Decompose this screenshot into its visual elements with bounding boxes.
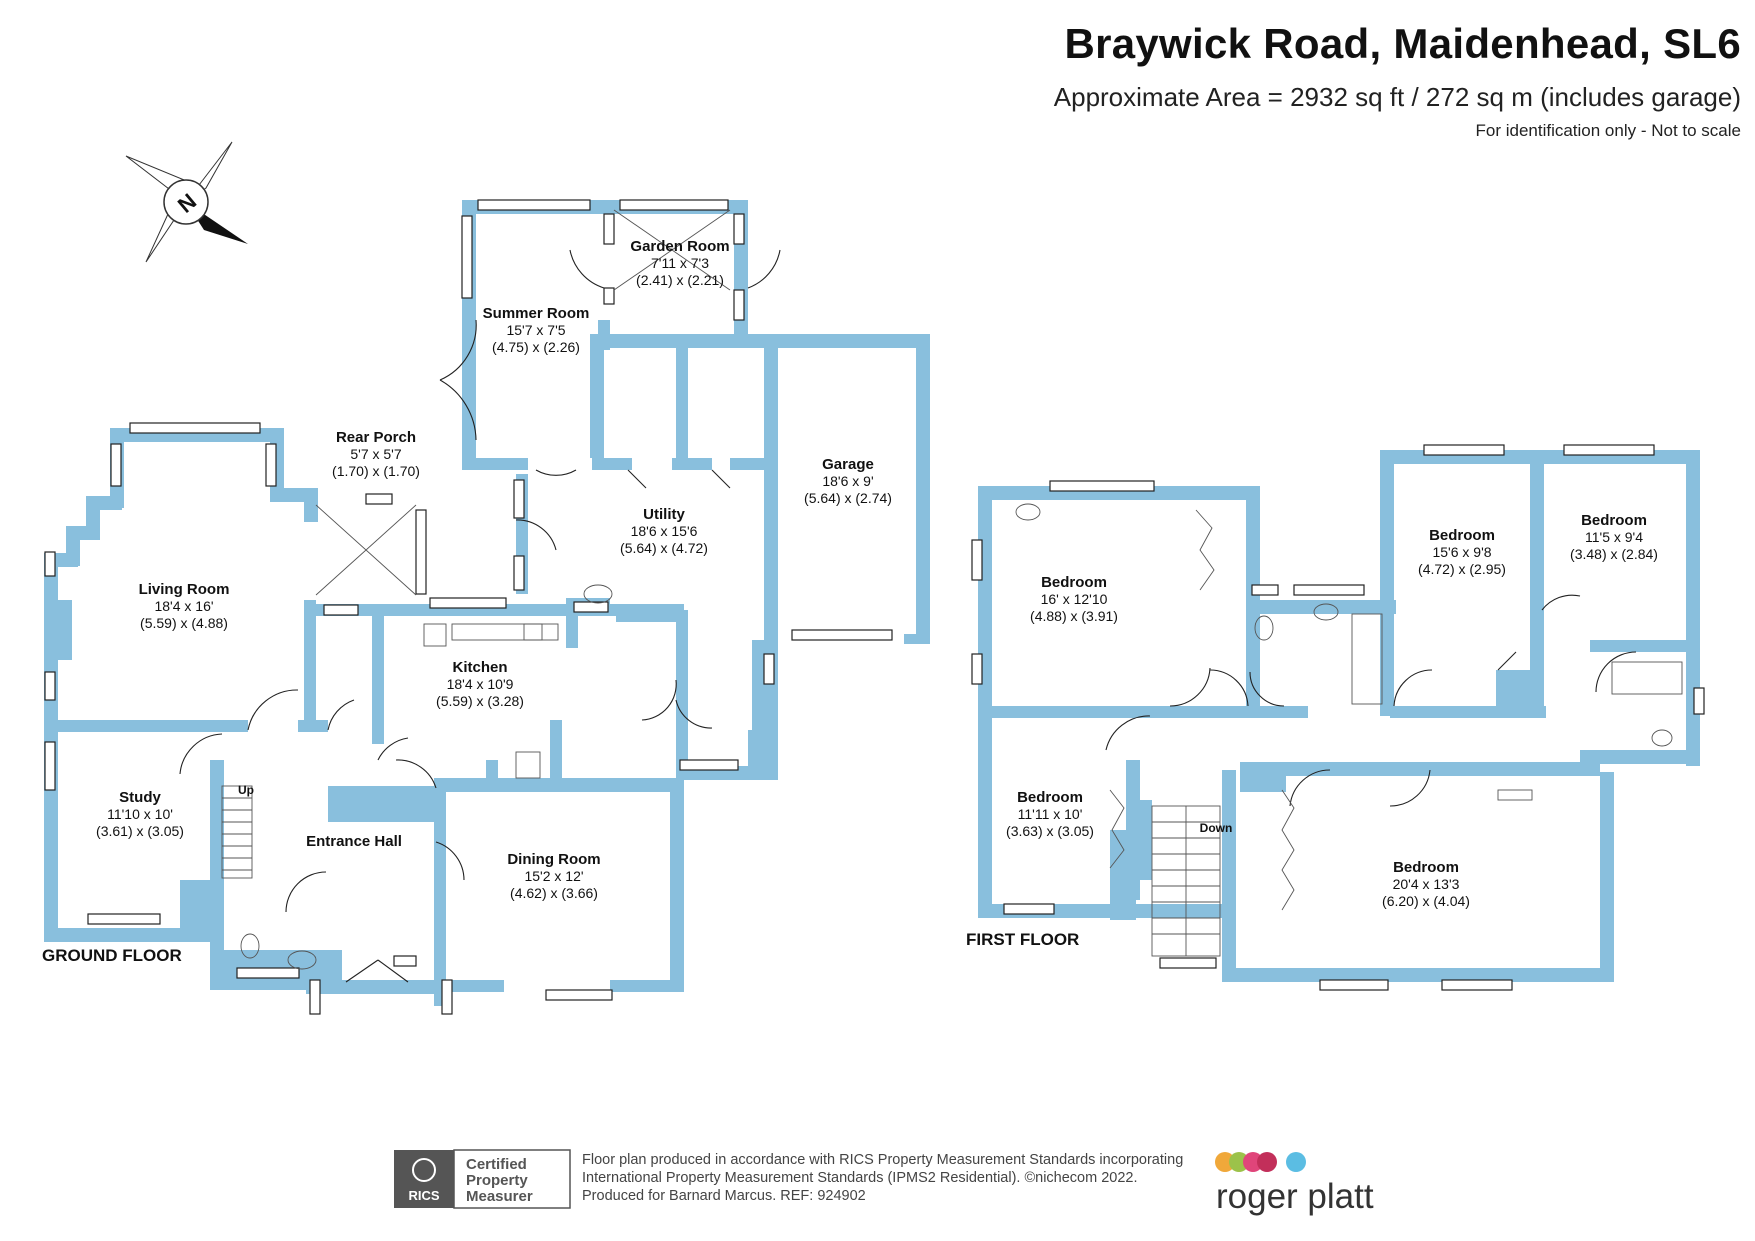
room-name: Study (119, 789, 161, 806)
brand-dot-icon (1286, 1152, 1306, 1172)
room-name: Summer Room (483, 305, 590, 322)
first-floor-label: FIRST FLOOR (966, 930, 1079, 949)
ground-floor-windows (44, 199, 893, 1015)
brand-dot-icon (1229, 1152, 1249, 1172)
brand-name: roger platt (1216, 1177, 1374, 1216)
room-dim-imperial: 18'6 x 9' (822, 473, 873, 489)
room-dim-metric: (4.75) x (2.26) (492, 339, 580, 355)
brand-dot-icon (1257, 1152, 1277, 1172)
room-dim-imperial: 11'5 x 9'4 (1585, 529, 1643, 545)
room-dim-metric: (1.70) x (1.70) (332, 463, 420, 479)
scale-note: For identification only - Not to scale (1475, 121, 1741, 140)
kitchen-label: Kitchen 18'4 x 10'9 (5.59) x (3.28) (436, 659, 524, 709)
room-name: Garden Room (630, 238, 729, 255)
bedroom-1-label: Bedroom 16' x 12'10 (4.88) x (3.91) (1030, 574, 1118, 624)
room-dim-metric: (3.61) x (3.05) (96, 823, 184, 839)
room-name: Bedroom (1429, 527, 1495, 544)
room-dim-imperial: 5'7 x 5'7 (350, 446, 401, 462)
page-title: Braywick Road, Maidenhead, SL6 (1064, 20, 1741, 67)
rics-badge: RICS Certified Property Measurer (394, 1149, 571, 1209)
footer-line-1: Floor plan produced in accordance with R… (582, 1152, 1183, 1168)
garage-label: Garage 18'6 x 9' (5.64) x (2.74) (804, 456, 892, 506)
rear-porch-label: Rear Porch 5'7 x 5'7 (1.70) x (1.70) (332, 429, 420, 479)
bedroom-5-label: Bedroom 20'4 x 13'3 (6.20) x (4.04) (1382, 859, 1470, 909)
room-dim-imperial: 7'11 x 7'3 (651, 255, 709, 271)
room-dim-metric: (2.41) x (2.21) (636, 272, 724, 288)
summer-room-label: Summer Room 15'7 x 7'5 (4.75) x (2.26) (483, 305, 590, 355)
room-name: Garage (822, 456, 874, 473)
badge-line-3: Measurer (466, 1188, 533, 1205)
room-name: Bedroom (1581, 512, 1647, 529)
bedroom-4-label: Bedroom 11'11 x 10' (3.63) x (3.05) (1006, 789, 1094, 839)
bedroom-3-label: Bedroom 11'5 x 9'4 (3.48) x (2.84) (1570, 512, 1658, 562)
room-dim-imperial: 15'2 x 12' (524, 868, 583, 884)
room-dim-metric: (3.63) x (3.05) (1006, 823, 1094, 839)
room-dim-imperial: 18'4 x 16' (154, 598, 213, 614)
living-room-label: Living Room 18'4 x 16' (5.59) x (4.88) (139, 581, 230, 631)
room-dim-imperial: 18'4 x 10'9 (447, 676, 514, 692)
footer-line-3: Produced for Barnard Marcus. REF: 924902 (582, 1188, 866, 1204)
room-dim-imperial: 20'4 x 13'3 (1393, 876, 1460, 892)
room-dim-metric: (5.59) x (4.88) (140, 615, 228, 631)
brand-logo: roger platt (1215, 1152, 1374, 1216)
bedroom-2-label: Bedroom 15'6 x 9'8 (4.72) x (2.95) (1418, 527, 1506, 577)
footer-line-2: International Property Measurement Stand… (582, 1170, 1138, 1186)
room-dim-imperial: 15'6 x 9'8 (1432, 544, 1491, 560)
first-floor-stairs (1151, 805, 1221, 957)
room-dim-metric: (5.59) x (3.28) (436, 693, 524, 709)
north-arrow-icon: N (125, 141, 248, 263)
brand-dot-icon (1243, 1152, 1263, 1172)
room-name: Bedroom (1393, 859, 1459, 876)
ground-floor-label: GROUND FLOOR (42, 946, 182, 965)
stairs-up-label: Up (238, 783, 254, 797)
utility-label: Utility 18'6 x 15'6 (5.64) x (4.72) (620, 506, 708, 556)
study-label: Study 11'10 x 10' (3.61) x (3.05) (96, 789, 184, 839)
first-floor-windows (971, 444, 1705, 991)
room-dim-imperial: 18'6 x 15'6 (631, 523, 698, 539)
room-dim-metric: (5.64) x (4.72) (620, 540, 708, 556)
room-name: Bedroom (1017, 789, 1083, 806)
ground-floor-stairs (221, 785, 253, 879)
room-dim-imperial: 11'11 x 10' (1018, 806, 1083, 822)
room-name: Rear Porch (336, 429, 416, 446)
room-dim-imperial: 15'7 x 7'5 (506, 322, 565, 338)
ground-floor-doors (179, 209, 781, 983)
stairs-down-label: Down (1200, 821, 1233, 835)
room-dim-metric: (3.48) x (2.84) (1570, 546, 1658, 562)
area-summary: Approximate Area = 2932 sq ft / 272 sq m… (1053, 82, 1741, 112)
room-name: Kitchen (452, 659, 507, 676)
room-dim-imperial: 16' x 12'10 (1041, 591, 1108, 607)
entrance-hall-label: Entrance Hall (306, 833, 402, 850)
garden-room-label: Garden Room 7'11 x 7'3 (2.41) x (2.21) (630, 238, 729, 288)
badge-line-1: Certified (466, 1156, 527, 1173)
room-dim-metric: (5.64) x (2.74) (804, 490, 892, 506)
room-name: Utility (643, 506, 685, 523)
room-dim-metric: (4.88) x (3.91) (1030, 608, 1118, 624)
room-dim-imperial: 11'10 x 10' (107, 806, 173, 822)
dining-room-label: Dining Room 15'2 x 12' (4.62) x (3.66) (507, 851, 600, 901)
room-name: Entrance Hall (306, 833, 402, 850)
rics-crest-icon (412, 1158, 436, 1182)
brand-dot-icon (1215, 1152, 1235, 1172)
room-dim-metric: (6.20) x (4.04) (1382, 893, 1470, 909)
first-floor-doors (1015, 503, 1683, 911)
room-name: Bedroom (1041, 574, 1107, 591)
badge-line-2: Property (466, 1172, 528, 1189)
room-dim-metric: (4.72) x (2.95) (1418, 561, 1506, 577)
room-dim-metric: (4.62) x (3.66) (510, 885, 598, 901)
room-name: Living Room (139, 581, 230, 598)
room-name: Dining Room (507, 851, 600, 868)
rics-logo-text: RICS (408, 1188, 439, 1203)
